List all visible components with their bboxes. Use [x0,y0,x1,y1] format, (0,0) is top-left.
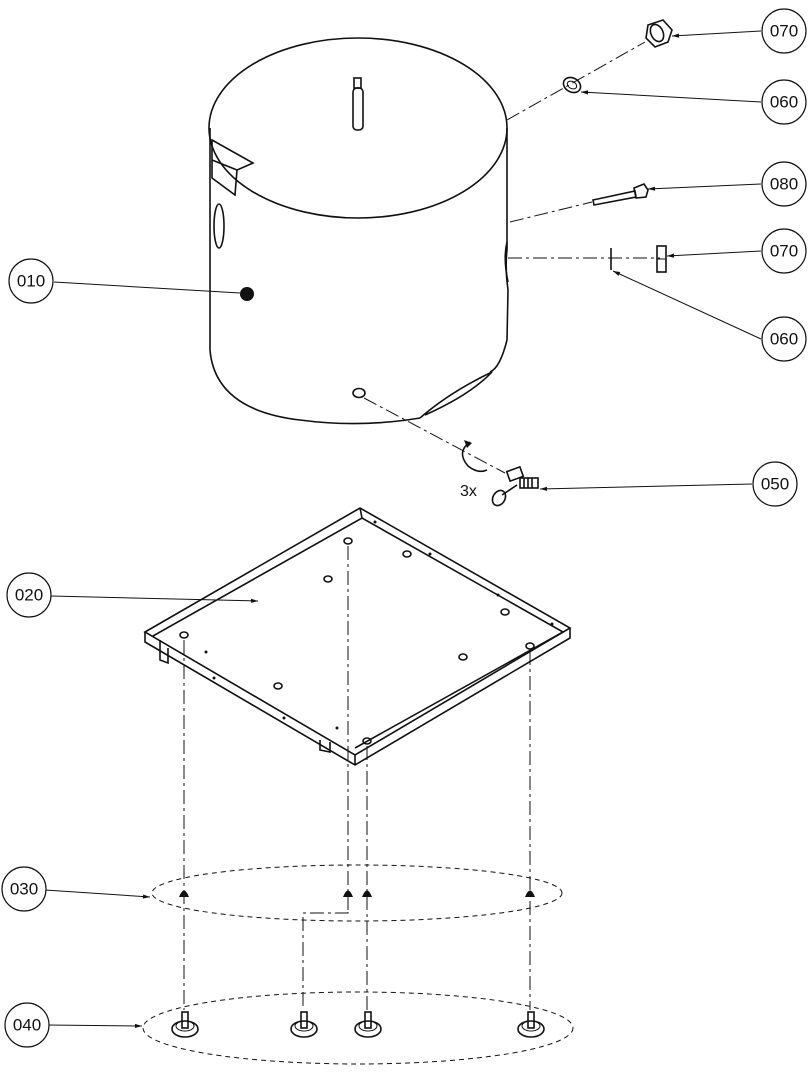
leader-080 [647,183,762,191]
sealing-ring-060 [562,76,582,94]
right-opening [504,241,509,283]
tank-marker-dot [240,287,254,301]
quantity-note: 3x [460,483,477,500]
feet-040 [171,1011,545,1038]
callout-label: 070 [770,242,798,261]
leader-020 [50,595,259,603]
callout-010[interactable]: 010 [8,258,54,304]
callout-label: 010 [17,272,45,291]
tank-010 [208,37,509,425]
callout-060-top[interactable]: 060 [761,79,807,125]
callout-label: 070 [770,22,798,41]
leader-060a [580,90,762,103]
leader-070a [671,30,762,38]
callout-020[interactable]: 020 [6,572,52,618]
axis-line-080 [509,201,593,223]
callout-label: 030 [10,880,38,899]
hex-nut-070 [645,19,673,48]
drain-valve-050 [491,465,539,507]
rotation-arrow-head [464,440,472,448]
leader-070b [666,250,762,258]
tank-left-side [209,128,421,425]
frame-holes [179,520,554,745]
tank-top-ellipse [208,37,508,219]
caps-group-030 [151,864,563,922]
axis-foot-2-offset [302,912,349,1010]
callout-070-top[interactable]: 070 [761,8,807,54]
callout-030[interactable]: 030 [1,866,47,912]
rod-080 [592,183,649,206]
callout-080[interactable]: 080 [761,161,807,207]
callout-label: 050 [761,475,789,494]
axis-line-top [506,41,646,121]
caps-030 [179,890,535,897]
feet-group-040 [142,991,574,1065]
axis-line-050 [363,397,506,474]
leader-060b [612,270,762,340]
callout-label: 080 [770,175,798,194]
leader-040 [46,1023,143,1029]
side-bracket [211,138,255,197]
callout-label: 040 [13,1016,41,1035]
leader-030 [44,889,151,899]
rotation-arrow [461,441,488,473]
tank-bottom-opening [419,371,493,419]
callout-040[interactable]: 040 [4,1002,50,1048]
callout-label: 060 [770,93,798,112]
callout-070-side[interactable]: 070 [761,228,807,274]
top-connection-pipe [352,77,364,131]
callout-label: 020 [15,586,43,605]
side-opening [213,203,225,249]
drain-hole [352,387,366,399]
leader-010 [53,281,241,294]
base-frame-020 [143,507,572,766]
callout-label: 060 [770,330,798,349]
callout-050[interactable]: 050 [752,461,798,507]
leader-050 [539,483,753,491]
tank-right-side [489,128,509,373]
callout-060-side[interactable]: 060 [761,316,807,362]
